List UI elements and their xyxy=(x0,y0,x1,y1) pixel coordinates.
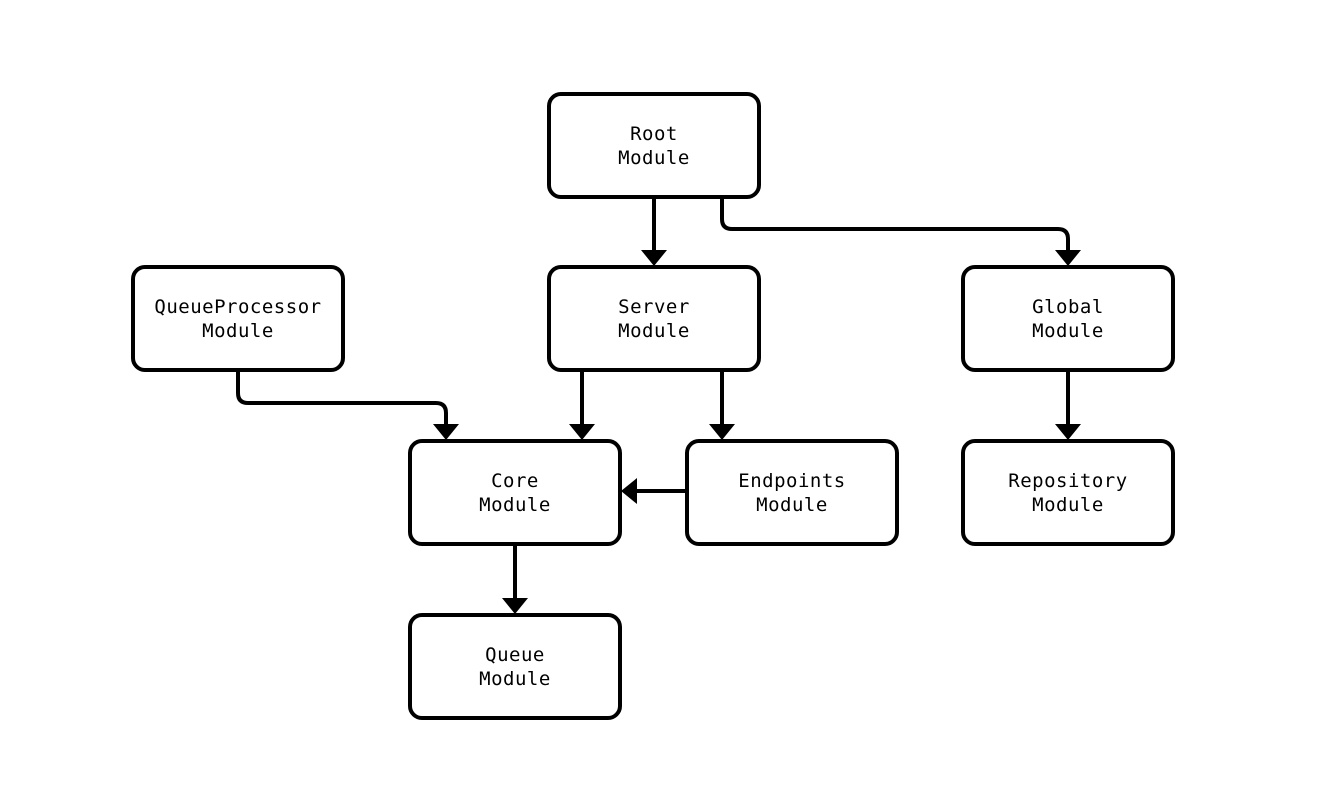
edge-server-to-core-arrowhead-icon xyxy=(569,424,595,440)
edge-global-to-repository xyxy=(1055,370,1081,440)
repository-module-node-label-line1: Repository xyxy=(1008,470,1127,492)
server-module-node-box[interactable] xyxy=(547,265,761,372)
edge-root-to-global-line xyxy=(720,197,1070,252)
queueprocessor-module-node-label-line1: QueueProcessor xyxy=(154,296,321,318)
edge-core-to-queue-arrowhead-icon xyxy=(502,598,528,614)
global-module-node-label-line2: Module xyxy=(1032,320,1104,342)
root-module-node-label-line2: Module xyxy=(618,147,690,169)
edge-endpoints-to-core-arrowhead-icon xyxy=(621,478,637,504)
edge-root-to-global-arrowhead-icon xyxy=(1055,250,1081,266)
repository-module-node-box[interactable] xyxy=(961,439,1175,546)
root-module-node-box[interactable] xyxy=(547,92,761,199)
repository-module-node-label-line2: Module xyxy=(1032,494,1104,516)
edge-server-to-core xyxy=(569,370,595,440)
global-module-node-label-line1: Global xyxy=(1032,296,1104,318)
core-module-node-label-line2: Module xyxy=(479,494,551,516)
edge-core-to-queue xyxy=(502,544,528,614)
edge-global-to-repository-arrowhead-icon xyxy=(1055,424,1081,440)
queue-module-node-label-line1: Queue xyxy=(485,644,545,666)
queueprocessor-module-node-box[interactable] xyxy=(131,265,345,372)
queue-module-node-box[interactable] xyxy=(408,613,622,720)
edge-queueprocessor-to-core-arrowhead-icon xyxy=(433,424,459,440)
edge-endpoints-to-core xyxy=(621,478,687,504)
core-module-node-box[interactable] xyxy=(408,439,622,546)
edge-queueprocessor-to-core-line xyxy=(236,370,448,426)
edge-root-to-global xyxy=(720,197,1081,266)
edge-server-to-endpoints-arrowhead-icon xyxy=(709,424,735,440)
root-module-node-label-line1: Root xyxy=(630,123,678,145)
edge-root-to-server-arrowhead-icon xyxy=(641,250,667,266)
edge-queueprocessor-to-core xyxy=(236,370,459,440)
core-module-node-label-line1: Core xyxy=(491,470,539,492)
edge-root-to-server xyxy=(641,197,667,266)
global-module-node-box[interactable] xyxy=(961,265,1175,372)
queueprocessor-module-node-label-line2: Module xyxy=(202,320,274,342)
endpoints-module-node-label-line1: Endpoints xyxy=(738,470,845,492)
edge-server-to-endpoints xyxy=(709,370,735,440)
server-module-node-label-line1: Server xyxy=(618,296,690,318)
endpoints-module-node-label-line2: Module xyxy=(756,494,828,516)
server-module-node-label-line2: Module xyxy=(618,320,690,342)
endpoints-module-node-box[interactable] xyxy=(685,439,899,546)
edges-layer xyxy=(236,197,1081,614)
nodes-layer: RootModuleQueueProcessorModuleServerModu… xyxy=(131,92,1175,720)
queue-module-node-label-line2: Module xyxy=(479,668,551,690)
